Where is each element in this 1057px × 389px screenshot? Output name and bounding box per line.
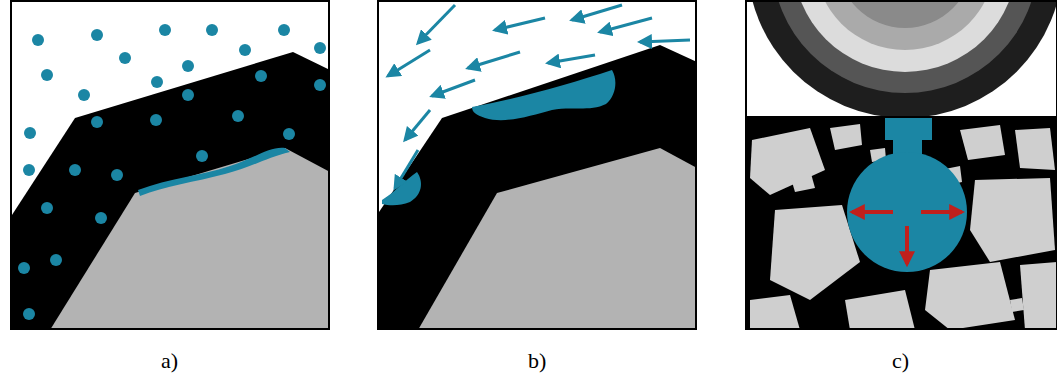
panel-label: b)	[528, 350, 546, 372]
panel-c	[745, 0, 1057, 330]
panel-label: c)	[892, 350, 909, 372]
panel-a	[10, 0, 330, 330]
panel-label: a)	[161, 350, 178, 372]
panel-b	[377, 0, 697, 330]
